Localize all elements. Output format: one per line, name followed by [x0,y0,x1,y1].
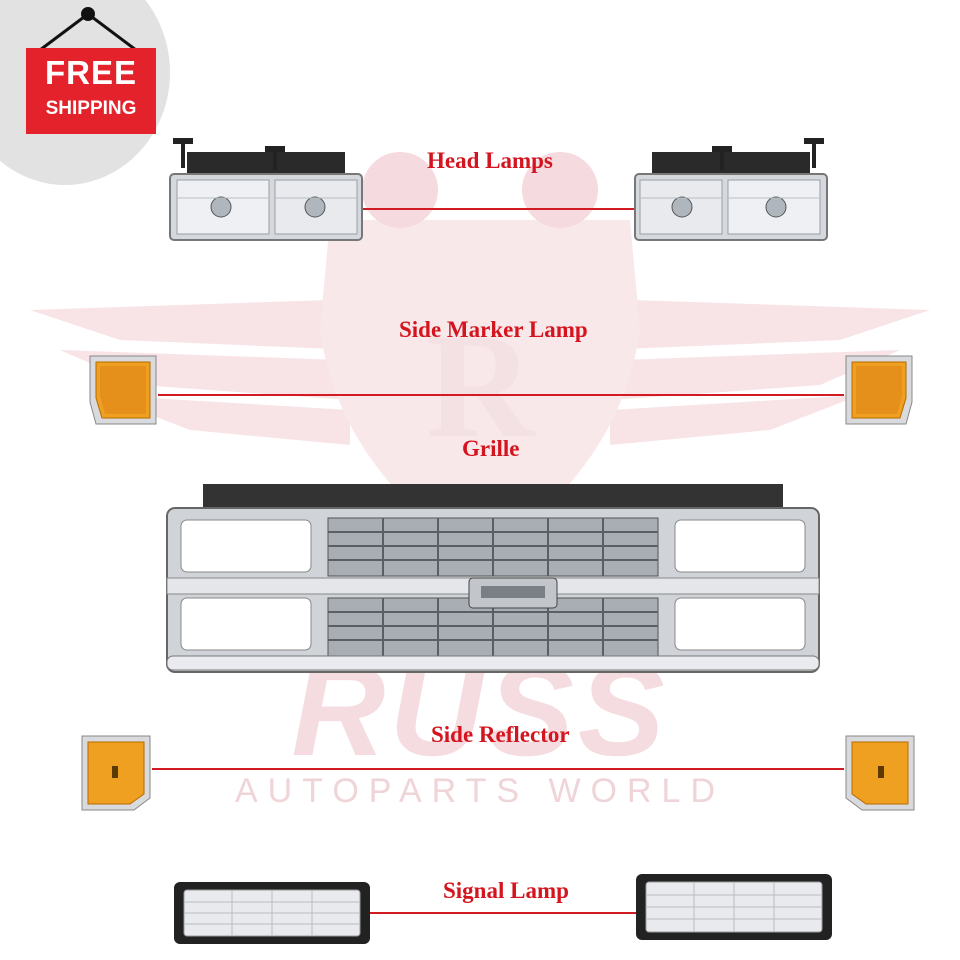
label-signal-lamp: Signal Lamp [443,878,569,903]
badge-line2: SHIPPING [45,98,137,119]
side-marker-lamp-right-image [845,355,913,425]
connector-side-marker-lamp [158,394,844,396]
side-marker-lamp-left-image [89,355,157,425]
side-reflector-left-image [81,735,151,811]
label-side-reflector: Side Reflector [431,722,570,747]
watermark-letter: R [425,303,535,469]
label-grille: Grille [462,436,520,461]
connector-signal-lamp [370,912,636,914]
hanger-icon [39,7,137,52]
head-lamp-right-image [634,138,828,241]
free-shipping-tag: FREE SHIPPING [26,48,156,134]
grille-image [166,484,820,673]
signal-lamp-left-image [174,882,370,944]
label-head-lamps: Head Lamps [427,148,553,173]
signal-lamp-right-image [636,874,832,940]
connector-head-lamps [362,208,634,210]
head-lamp-left-image [169,138,363,241]
label-side-marker-lamp: Side Marker Lamp [399,317,588,342]
side-reflector-right-image [845,735,915,811]
badge-line1: FREE [44,54,137,91]
connector-side-reflector [152,768,844,770]
watermark-tagline: AUTOPARTS WORLD [234,772,726,810]
